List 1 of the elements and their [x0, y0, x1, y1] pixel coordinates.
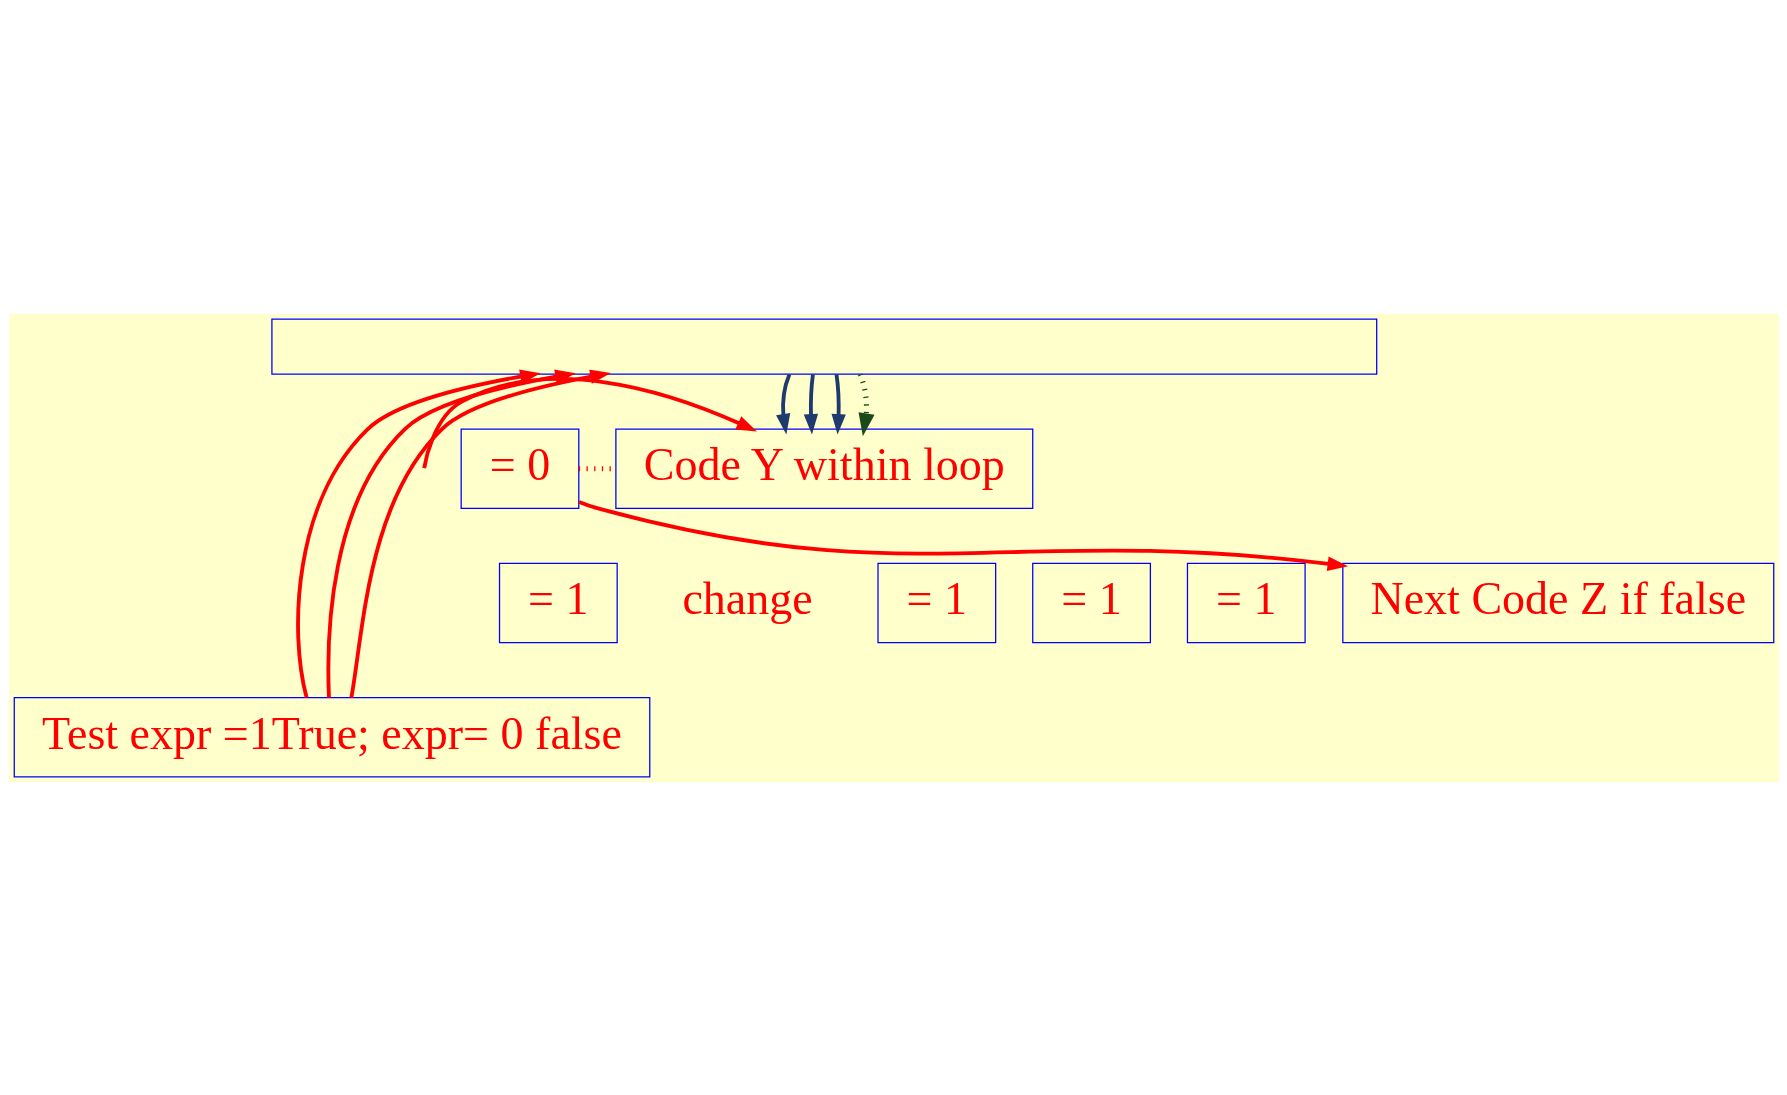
label: change — [681, 572, 813, 624]
